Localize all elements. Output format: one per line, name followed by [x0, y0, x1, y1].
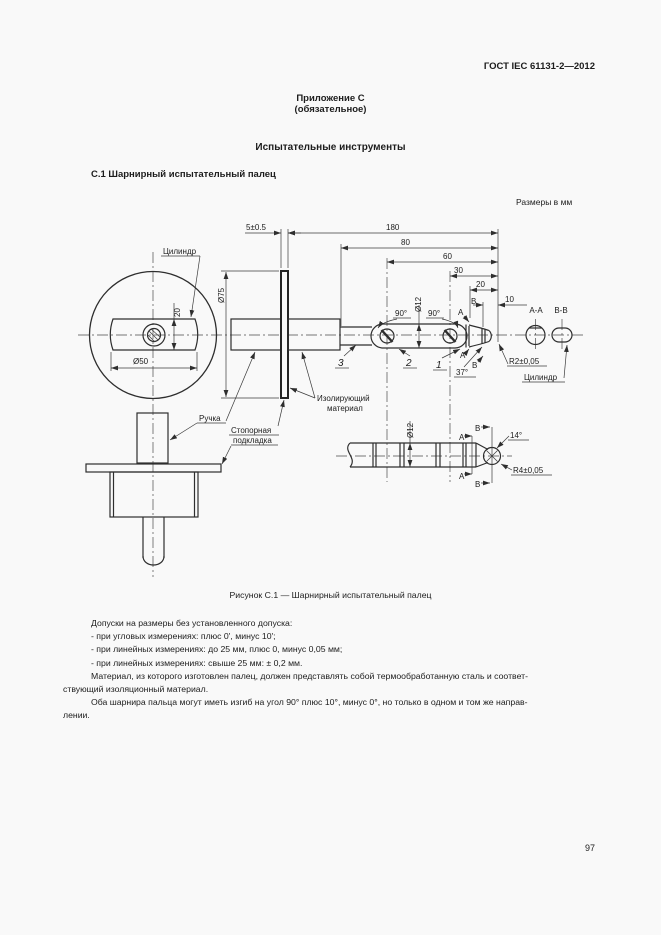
document-number: ГОСТ IEC 61131-2—2012	[483, 61, 595, 72]
front-view-dimensions: 20 Ø50	[110, 303, 198, 371]
part-callouts: 3 2 1	[335, 344, 461, 371]
dia75-dimension: Ø75	[217, 270, 279, 399]
dim-r2: R2±0,05	[509, 357, 540, 366]
note-line: Материал, из которого изготовлен палец, …	[91, 670, 528, 681]
dim-180: 180	[386, 223, 400, 232]
part-1: 1	[436, 360, 442, 371]
dim-dia12-bottom: Ø12	[406, 422, 415, 438]
dim-front-20: 20	[173, 308, 182, 317]
note-line: - при угловых измерениях: плюс 0', минус…	[91, 631, 276, 642]
note-line: - при линейных измерениях: свыше 25 мм: …	[91, 657, 303, 668]
label-cylinder-left: Цилиндр	[161, 247, 201, 318]
section-bb-label: В-В	[554, 306, 567, 315]
dim-20: 20	[476, 280, 485, 289]
horizontal-dimensions: 5±0.5 180 80 60 30 20 10 В	[245, 223, 527, 342]
dim-30: 30	[454, 266, 463, 275]
front-view-handle	[85, 412, 222, 566]
dim-5: 5±0.5	[246, 223, 267, 232]
label-handle: Ручка	[199, 414, 221, 423]
label-stop-plate-2: подкладка	[233, 436, 272, 445]
figure-technical-drawing: Размеры в мм 20 Ø50 Цилиндр	[78, 197, 584, 577]
note-line: Допуски на размеры без установленного до…	[91, 618, 293, 628]
dim-90b: 90°	[428, 309, 440, 318]
side-view-body	[230, 270, 492, 399]
dim-80: 80	[401, 238, 410, 247]
marker-b-top: В	[471, 297, 476, 306]
dim-60: 60	[443, 252, 452, 261]
front-view-disc	[88, 270, 218, 400]
section-title: Испытательные инструменты	[255, 142, 406, 153]
centerlines	[78, 252, 584, 577]
label-cylinder-right: Цилиндр	[524, 373, 558, 382]
finger-dimensions: 90° 90° Ø12 А А В 37° R2±0,05	[377, 296, 547, 378]
subsection-title: С.1 Шарнирный испытательный палец	[91, 169, 276, 180]
part-3: 3	[338, 358, 344, 369]
dim-90a: 90°	[395, 309, 407, 318]
dim-14: 14°	[510, 431, 522, 440]
note-line: лении.	[63, 710, 90, 721]
lower-detail-view: Ø12 А А В В 14° R4±0,05	[347, 421, 552, 489]
dim-37: 37°	[456, 368, 468, 377]
dim-dia75: Ø75	[217, 287, 226, 303]
label-insulating-1: Изолирующий	[317, 394, 370, 403]
section-views: А-А В-В Цилиндр	[522, 306, 573, 383]
appendix-subtitle: (обязательное)	[294, 104, 367, 115]
marker-a-lower-top: А	[459, 433, 465, 442]
figure-caption: Рисунок С.1 — Шарнирный испытательный па…	[229, 590, 432, 600]
marker-a-bottom: А	[460, 351, 466, 360]
notes-block: Допуски на размеры без установленного до…	[63, 617, 608, 723]
component-labels: Ручка Стопорная подкладка Изолирующий ма…	[169, 351, 370, 465]
dim-r4: R4±0,05	[513, 466, 544, 475]
marker-b-bottom: В	[472, 361, 477, 370]
marker-b-lower-bottom: В	[475, 480, 480, 489]
label-insulating-2: материал	[327, 404, 363, 413]
note-line: - при линейных измерениях: до 25 мм, плю…	[91, 644, 343, 655]
part-2: 2	[405, 358, 412, 369]
marker-a-lower-bottom: А	[459, 472, 465, 481]
units-note: Размеры в мм	[516, 197, 572, 207]
dim-dia50: Ø50	[133, 357, 149, 366]
label-stop-plate-1: Стопорная	[231, 426, 271, 435]
note-line: Оба шарнира пальца могут иметь изгиб на …	[91, 697, 528, 708]
label-cylinder-left-text: Цилиндр	[163, 247, 197, 256]
section-aa-label: А-А	[529, 306, 543, 315]
dim-10: 10	[505, 295, 514, 304]
marker-a-top: А	[458, 308, 464, 317]
marker-b-lower-top: В	[475, 424, 480, 433]
appendix-title: Приложение С	[296, 93, 365, 104]
dim-dia12-top: Ø12	[414, 296, 423, 312]
note-line: ствующий изоляционный материал.	[63, 684, 209, 695]
page-number: 97	[585, 843, 596, 853]
